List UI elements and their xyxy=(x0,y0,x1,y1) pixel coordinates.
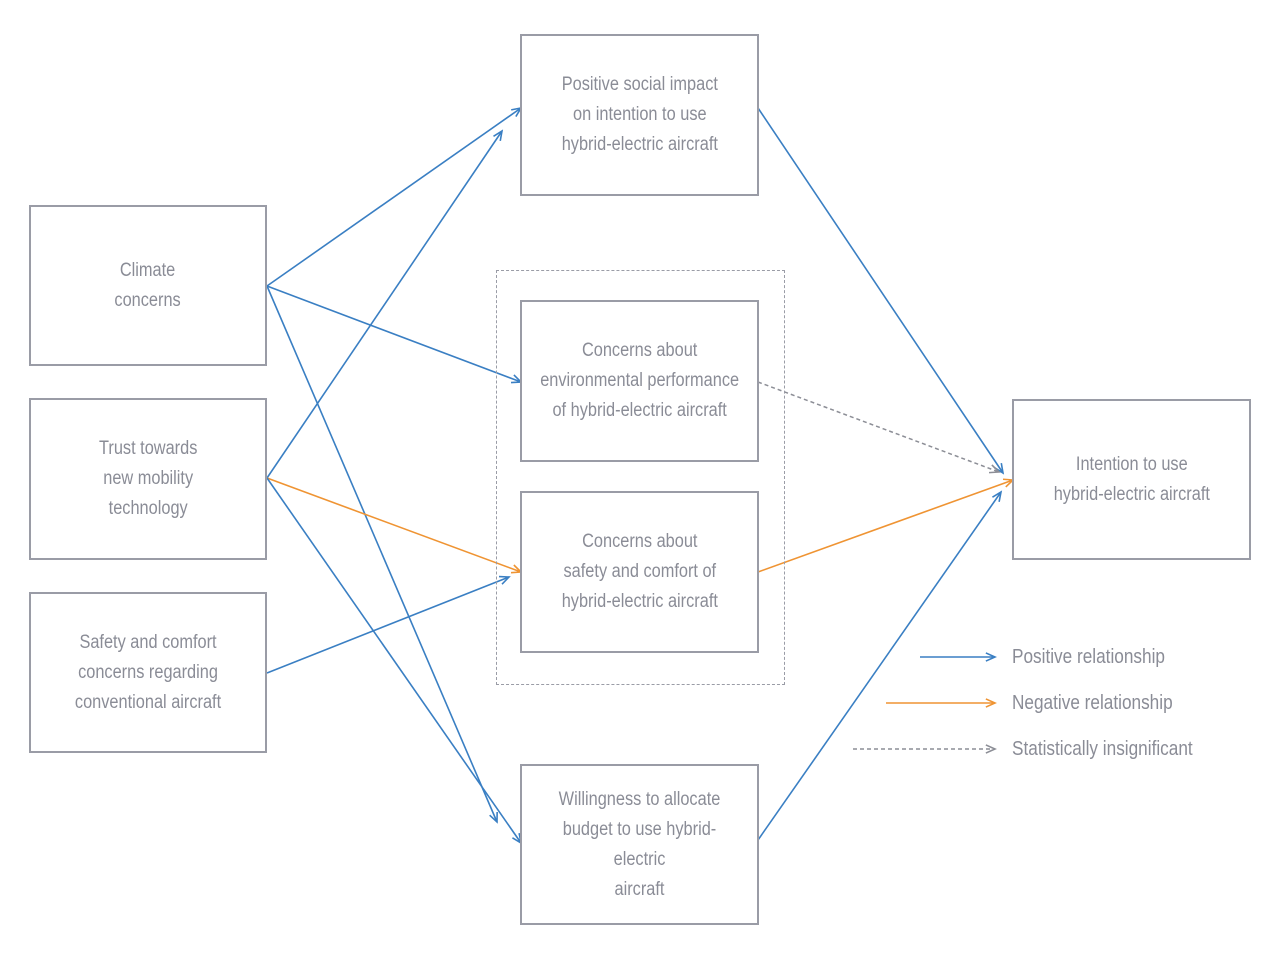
edge-climate-to-budget-line xyxy=(266,285,498,823)
edge-safety-conv-to-safety-he-line xyxy=(266,576,510,674)
node-trust-mobility-technology: Trust towards new mobility technology xyxy=(29,398,267,560)
arrowhead-icon xyxy=(985,698,997,708)
edge-trust-to-budget xyxy=(266,477,523,845)
node-label: Trust towards new mobility technology xyxy=(98,438,198,519)
node-label: Willingness to allocate budget to use hy… xyxy=(558,788,721,900)
legend-label-positive: Positive relationship xyxy=(1012,646,1165,668)
node-environmental-performance-concerns: Concerns about environmental performance… xyxy=(520,300,759,462)
arrowhead-icon xyxy=(498,575,511,585)
legend-label-insignificant: Statistically insignificant xyxy=(1012,738,1193,760)
legend-lines xyxy=(853,652,997,754)
edge-social-to-intention-line xyxy=(757,107,1004,474)
edge-trust-to-budget-line xyxy=(266,477,522,844)
node-label: Climate concerns xyxy=(114,259,182,311)
edges-layer xyxy=(266,106,1015,845)
arrowhead-icon xyxy=(988,464,1001,474)
edge-trust-to-safety-he-line xyxy=(266,477,522,573)
node-label: Positive social impact on intention to u… xyxy=(561,74,718,155)
legend-arrow-negative xyxy=(886,698,997,708)
arrowhead-icon xyxy=(992,490,1003,502)
edge-climate-to-env-line xyxy=(266,285,522,383)
node-positive-social-impact: Positive social impact on intention to u… xyxy=(520,34,759,196)
node-label: Safety and comfort concerns regarding co… xyxy=(74,631,222,713)
node-safety-conventional-aircraft: Safety and comfort concerns regarding co… xyxy=(29,592,267,753)
legend-arrow-positive xyxy=(920,652,997,662)
legend-arrow-insignificant xyxy=(853,744,997,754)
edge-safety-conv-to-safety-he xyxy=(266,575,511,674)
edge-climate-to-budget xyxy=(266,285,498,824)
edge-climate-to-social-line xyxy=(266,107,522,287)
edge-env-to-intention-line xyxy=(757,381,1000,473)
edge-budget-to-intention xyxy=(757,490,1003,841)
edge-trust-to-social xyxy=(266,129,504,479)
edge-climate-to-env xyxy=(266,285,523,384)
legend-label-negative: Negative relationship xyxy=(1012,692,1173,714)
edge-trust-to-safety-he xyxy=(266,477,523,574)
edge-env-to-intention xyxy=(757,381,1001,474)
edge-trust-to-social-line xyxy=(266,130,503,479)
node-safety-comfort-hybrid-concerns: Concerns about safety and comfort of hyb… xyxy=(520,491,759,653)
edge-climate-to-social xyxy=(266,106,523,287)
mediator-group-dashed-box xyxy=(496,270,785,685)
node-label: Concerns about safety and comfort of hyb… xyxy=(561,531,718,612)
node-climate-concerns: Climate concerns xyxy=(29,205,267,366)
node-label: Concerns about environmental performance… xyxy=(540,340,739,421)
node-label: Intention to use hybrid-electric aircraf… xyxy=(1053,453,1210,505)
arrowhead-icon xyxy=(493,129,504,141)
arrowhead-icon xyxy=(985,744,997,754)
edge-safety-he-to-intention-line xyxy=(757,479,1014,573)
arrowhead-icon xyxy=(985,652,997,662)
edge-social-to-intention xyxy=(757,107,1005,475)
arrowhead-icon xyxy=(489,811,498,824)
node-intention-to-use: Intention to use hybrid-electric aircraf… xyxy=(1012,399,1251,560)
node-willingness-budget: Willingness to allocate budget to use hy… xyxy=(520,764,759,925)
edge-budget-to-intention-line xyxy=(757,491,1002,841)
edge-safety-he-to-intention xyxy=(757,478,1015,573)
